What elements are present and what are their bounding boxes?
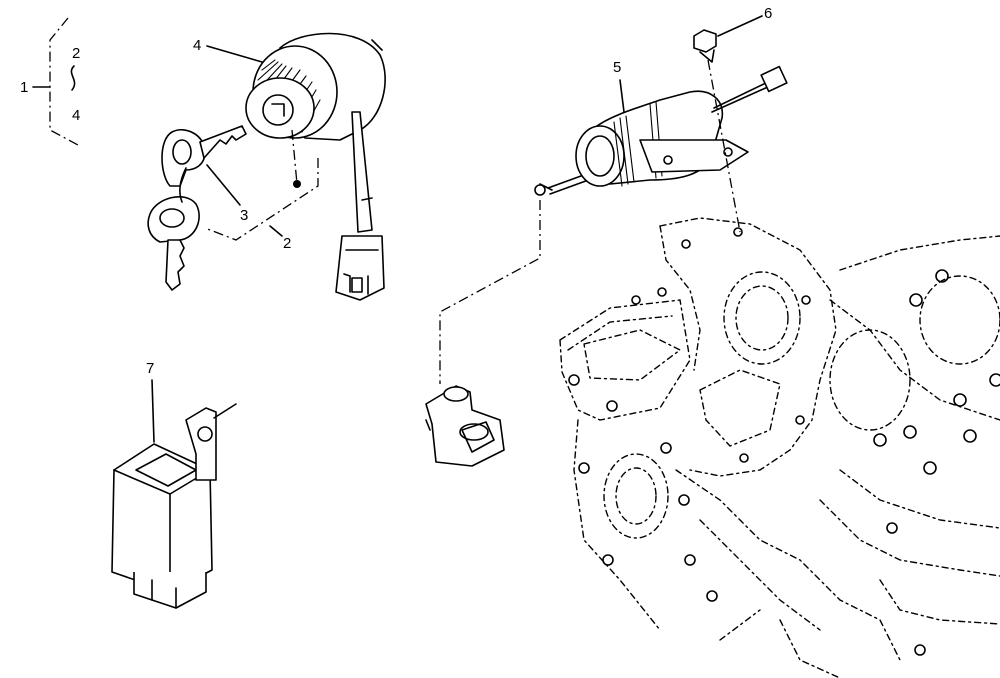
callout-7: 7 (146, 360, 154, 377)
bolt: 6 (693, 5, 772, 233)
stop-lever (425, 385, 505, 467)
engine-block (559, 217, 1000, 678)
ignition-keys: 3 2 (147, 125, 291, 291)
callout-6: 6 (764, 5, 772, 22)
assembly-bracket: 1 2 4 (20, 17, 80, 146)
key-switch: 4 (193, 32, 386, 301)
callout-2-bracket: 2 (72, 45, 80, 62)
relay: 7 (111, 360, 237, 609)
callout-5: 5 (613, 59, 621, 76)
stop-solenoid: 5 (439, 59, 788, 384)
callout-2: 2 (283, 235, 291, 252)
callout-3: 3 (240, 207, 248, 224)
callout-4-bracket: 4 (72, 107, 80, 124)
callout-4: 4 (193, 37, 201, 54)
callout-1: 1 (20, 79, 28, 96)
